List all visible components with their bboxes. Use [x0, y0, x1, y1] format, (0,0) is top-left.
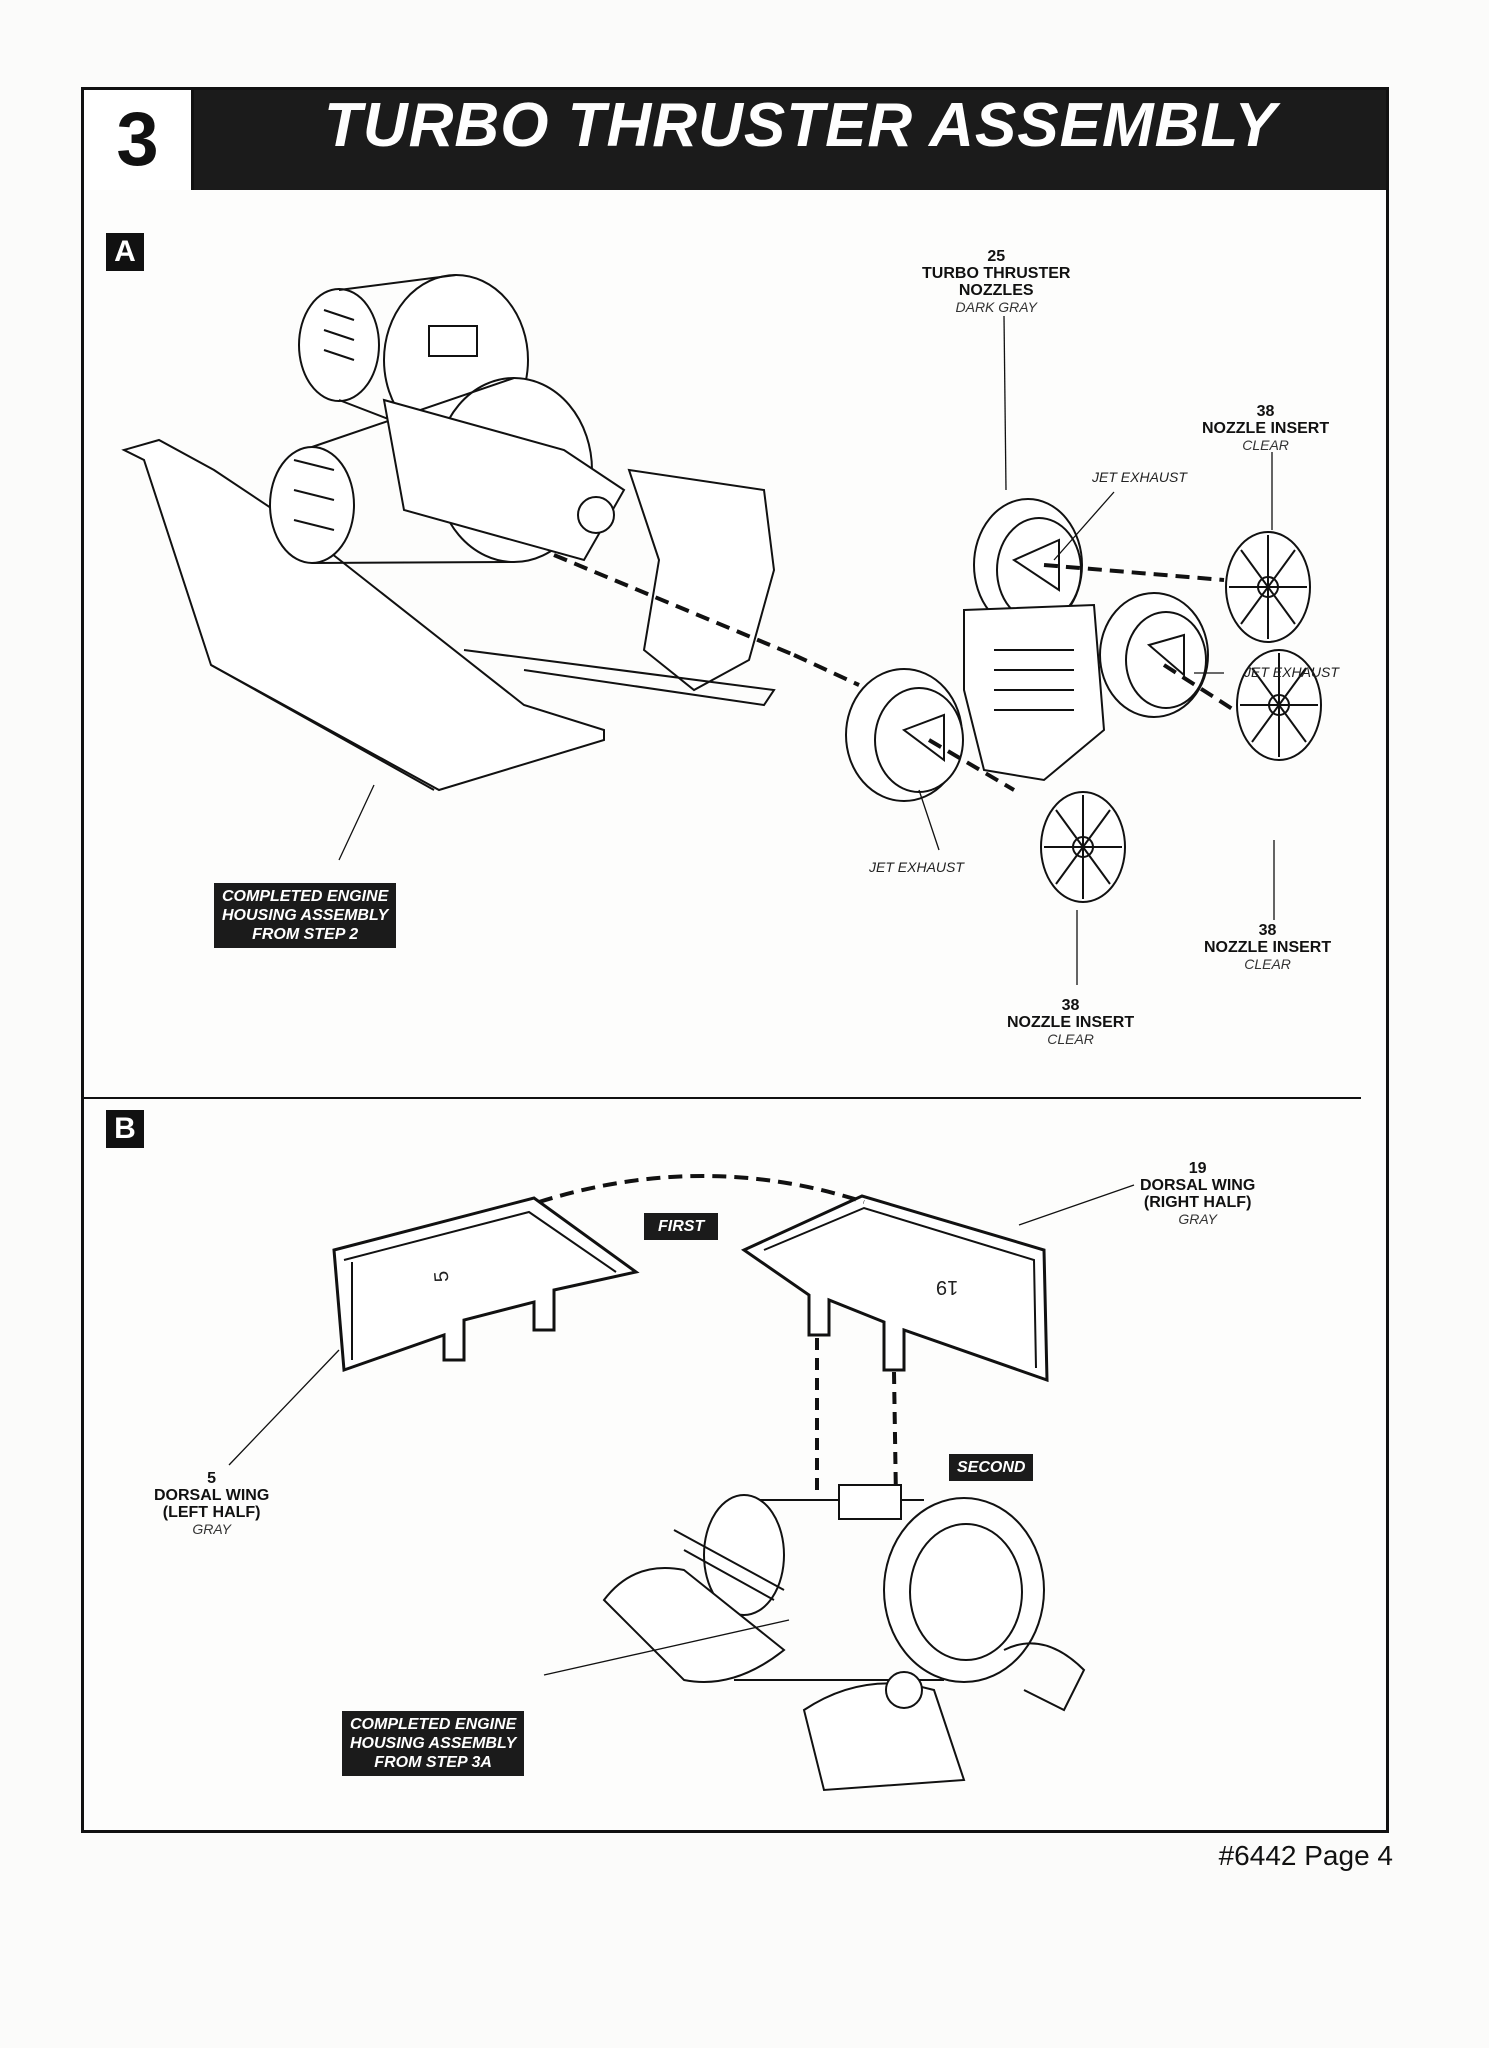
callout-part-38-top: 38 NOZZLE INSERT CLEAR — [1202, 403, 1329, 453]
step-title: TURBO THRUSTER ASSEMBLY — [324, 91, 1277, 160]
part-color: CLEAR — [1047, 1031, 1094, 1047]
part-name-line2: (RIGHT HALF) — [1143, 1194, 1252, 1211]
part-name-line1: DORSAL WING — [154, 1487, 270, 1504]
step-header: 3 TURBO THRUSTER ASSEMBLY — [84, 90, 1386, 190]
engine-housing-assembly-b — [602, 1484, 1086, 1792]
part-name-line1: DORSAL WING — [1140, 1177, 1256, 1194]
label-line1: COMPLETED ENGINE — [350, 1716, 517, 1733]
part-color: CLEAR — [1242, 437, 1289, 453]
label-line2: HOUSING ASSEMBLY — [350, 1735, 517, 1752]
engine-housing-plate — [121, 438, 605, 792]
part-name-line1: TURBO THRUSTER — [922, 265, 1071, 282]
jet-exhaust-label-3: JET EXHAUST — [869, 859, 964, 875]
part-number: 5 — [207, 1470, 217, 1487]
panel-b-label: B — [106, 1110, 144, 1148]
turbo-thruster-nozzles — [845, 498, 1209, 802]
label-line3: FROM STEP 2 — [252, 926, 359, 943]
callout-part-19: 19 DORSAL WING (RIGHT HALF) GRAY — [1140, 1160, 1255, 1227]
part-number: 38 — [1256, 403, 1275, 420]
step-number: 3 — [84, 90, 194, 190]
part-name-line2: NOZZLES — [958, 282, 1034, 299]
part-color: GRAY — [1178, 1211, 1217, 1227]
callout-part-25: 25 TURBO THRUSTER NOZZLES DARK GRAY — [922, 248, 1070, 315]
part-mark-5: 5 — [430, 1270, 454, 1284]
panel-divider — [84, 1097, 1361, 1099]
callout-part-38-right: 38 NOZZLE INSERT CLEAR — [1204, 922, 1331, 972]
page-reference: #6442 Page 4 — [1218, 1840, 1393, 1871]
label-line1: COMPLETED ENGINE — [222, 888, 389, 905]
part-name: NOZZLE INSERT — [1204, 939, 1332, 956]
first-step-label: FIRST — [644, 1213, 719, 1240]
part-number: 38 — [1258, 922, 1277, 939]
engine-housing-label-a: COMPLETED ENGINE HOUSING ASSEMBLY FROM S… — [214, 883, 397, 948]
instruction-frame: 3 TURBO THRUSTER ASSEMBLY A B — [81, 87, 1389, 1833]
callout-part-38-bottom: 38 NOZZLE INSERT CLEAR — [1007, 997, 1134, 1047]
part-name: NOZZLE INSERT — [1202, 420, 1330, 437]
part-name-line2: (LEFT HALF) — [162, 1504, 261, 1521]
part-number: 25 — [987, 248, 1006, 265]
jet-exhaust-label-2: JET EXHAUST — [1244, 664, 1339, 680]
second-step-label: SECOND — [949, 1454, 1034, 1481]
assembly-illustration — [121, 274, 1322, 1792]
part-number: 19 — [1188, 1160, 1207, 1177]
dorsal-wing-left — [332, 1196, 640, 1373]
engine-housing-label-b: COMPLETED ENGINE HOUSING ASSEMBLY FROM S… — [342, 1711, 525, 1776]
nozzle-inserts — [1040, 531, 1322, 903]
label-line2: HOUSING ASSEMBLY — [222, 907, 389, 924]
jet-exhaust-label-1: JET EXHAUST — [1092, 469, 1187, 485]
engine-housing-assembly — [269, 274, 776, 707]
panel-a-label: A — [106, 233, 144, 271]
part-color: DARK GRAY — [955, 299, 1037, 315]
part-color: GRAY — [192, 1521, 231, 1537]
part-name: NOZZLE INSERT — [1007, 1014, 1135, 1031]
part-color: CLEAR — [1244, 956, 1291, 972]
label-line3: FROM STEP 3A — [374, 1754, 492, 1771]
part-mark-19: 19 — [936, 1276, 959, 1298]
callout-part-5: 5 DORSAL WING (LEFT HALF) GRAY — [154, 1470, 269, 1537]
dorsal-wing-right — [740, 1194, 1049, 1383]
part-number: 38 — [1061, 997, 1080, 1014]
